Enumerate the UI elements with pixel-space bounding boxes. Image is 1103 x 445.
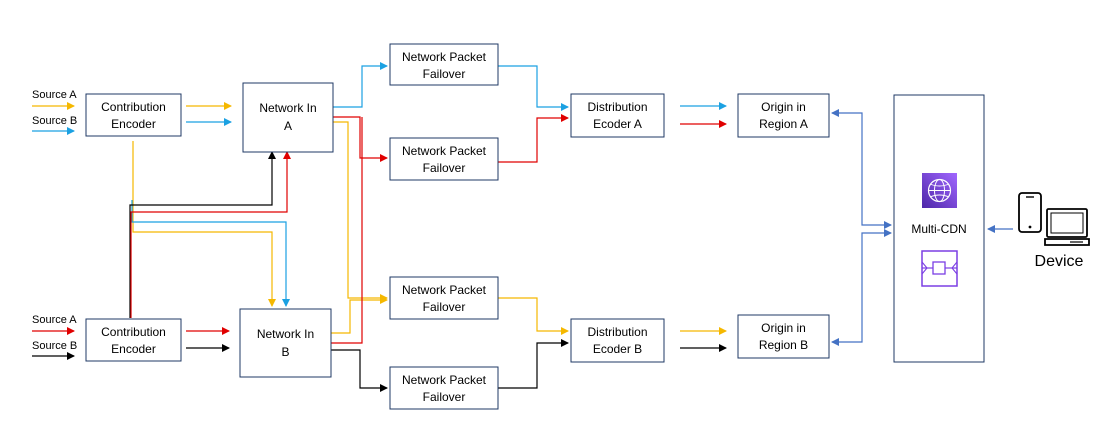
origin-region-a: Origin in Region A (737, 93, 830, 138)
node-line2: Failover (423, 390, 466, 404)
node-line1: Contribution (101, 100, 166, 114)
distribution-encoder-a: Distribution Ecoder A (570, 93, 665, 138)
node-line2: Ecoder B (593, 342, 642, 356)
node-line2: Region B (759, 338, 808, 352)
edge-contrib-top-to-netin-b-yellow (132, 141, 276, 307)
phone-and-laptop-icon (1018, 192, 1090, 246)
source-b-bottom-label: Source B (32, 340, 77, 352)
edge-npf4-to-dist-b-black (498, 339, 569, 389)
device-label: Device (1035, 253, 1084, 270)
edge-netin-a-to-npf1-blue (333, 62, 388, 108)
node-line1: Network Packet (402, 373, 487, 387)
edge-netin-b-to-npf2-red (331, 117, 363, 344)
edge-netin-b-to-npf4-black (331, 349, 388, 392)
edge-netin-b-to-npf3-yellow (331, 296, 388, 334)
source-a-bottom-label: Source A (32, 314, 77, 326)
cloudfront-globe-icon (922, 173, 957, 208)
edge-npf1-to-dist-a-blue (498, 65, 569, 111)
edge-contrib-top-to-netin-b-blue (131, 200, 290, 307)
node-line1: Network In (259, 101, 316, 115)
edge-npf3-to-dist-b-yellow (498, 297, 569, 335)
network-packet-failover-2: Network Packet Failover (389, 137, 499, 181)
node-line1: Origin in (761, 321, 806, 335)
node-line2: Ecoder A (593, 117, 642, 131)
origin-region-b: Origin in Region B (737, 314, 830, 359)
node-line2: Region A (759, 117, 808, 131)
edge-contrib-bottom-to-netin-a-black (129, 151, 276, 318)
node-line2: Failover (423, 161, 466, 175)
edge-netin-a-to-npf2-red (333, 116, 388, 162)
mediapackage-icon (921, 250, 958, 287)
node-line2: Encoder (111, 342, 156, 356)
node-line1: Distribution (587, 325, 647, 339)
multi-cdn-label: Multi-CDN (911, 222, 966, 236)
network-packet-failover-4: Network Packet Failover (389, 366, 499, 410)
node-line1: Network In (257, 327, 314, 341)
node-line1: Network Packet (402, 50, 487, 64)
distribution-encoder-b: Distribution Ecoder B (570, 318, 665, 363)
contribution-encoder-bottom: Contribution Encoder (85, 318, 182, 362)
edges (32, 62, 1013, 392)
source-b-top-label: Source B (32, 115, 77, 127)
source-a-top-label: Source A (32, 89, 77, 101)
node-line2: B (281, 345, 289, 359)
network-in-b: Network In B (239, 308, 332, 378)
node-line2: Encoder (111, 117, 156, 131)
node-line1: Distribution (587, 100, 647, 114)
contribution-encoder-top: Contribution Encoder (85, 93, 182, 137)
node-line2: Failover (423, 67, 466, 81)
node-line2: A (284, 119, 292, 133)
network-in-a: Network In A (242, 82, 334, 153)
node-line2: Failover (423, 300, 466, 314)
edge-netin-a-to-npf3-yellow (333, 121, 388, 302)
node-line1: Origin in (761, 100, 806, 114)
edge-origin-b-multicdn (831, 229, 892, 346)
network-packet-failover-3: Network Packet Failover (389, 276, 499, 320)
edge-origin-a-multicdn (831, 109, 892, 229)
node-line1: Network Packet (402, 144, 487, 158)
edge-contrib-bottom-to-netin-a-red (130, 151, 291, 318)
node-line1: Contribution (101, 325, 166, 339)
network-packet-failover-1: Network Packet Failover (389, 43, 499, 86)
device: Device (1018, 192, 1090, 270)
edge-npf2-to-dist-a-red (498, 114, 569, 163)
node-line1: Network Packet (402, 283, 487, 297)
multi-cdn: Multi-CDN (893, 94, 985, 363)
